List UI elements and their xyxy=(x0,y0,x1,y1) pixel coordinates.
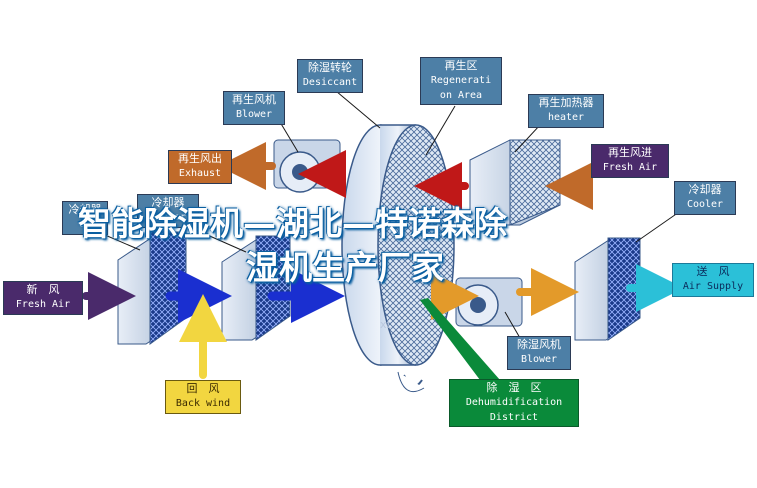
cooling-coil-icon-right xyxy=(574,237,641,341)
headline-overlay: 智能除湿机—湖北—特诺森除 湿机生产厂家 xyxy=(78,202,698,290)
cooling-coil-icon-middle xyxy=(221,235,291,341)
headline-line-1: 智能除湿机—湖北—特诺森除 xyxy=(78,204,507,243)
regen-blower-icon xyxy=(273,139,341,193)
headline-line-2: 湿机生产厂家 xyxy=(246,248,444,287)
air-flow-arrows xyxy=(82,142,684,379)
heater-coil-icon xyxy=(469,139,561,226)
watermark: xt xyxy=(380,318,391,331)
